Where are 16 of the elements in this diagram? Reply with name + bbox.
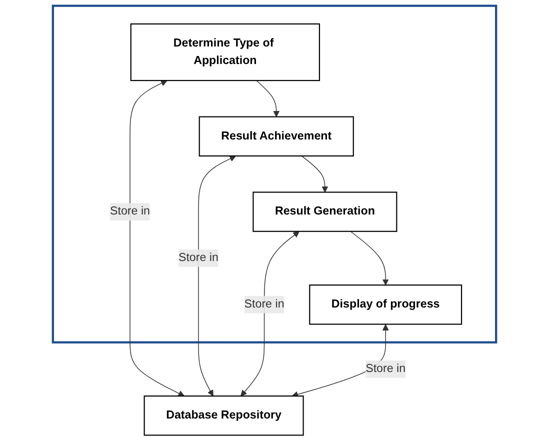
edge-label: Store in	[366, 362, 406, 375]
arrow	[198, 156, 236, 396]
node-box: Display of progress	[309, 284, 462, 325]
node-box: Result Generation	[252, 192, 398, 232]
node-box: Database Repository	[144, 395, 304, 436]
edge-label: Store in	[110, 205, 150, 218]
arrow	[350, 231, 389, 286]
node-box: Result Achievement	[198, 116, 354, 156]
arrow	[256, 80, 280, 118]
edge-label: Store in	[178, 252, 218, 264]
edge-label: Store in	[244, 298, 284, 310]
arrow	[301, 156, 328, 192]
cluster	[52, 4, 498, 344]
arrow	[130, 80, 185, 396]
arrow	[240, 231, 300, 396]
node-box: Determine Type of Application	[130, 23, 320, 82]
